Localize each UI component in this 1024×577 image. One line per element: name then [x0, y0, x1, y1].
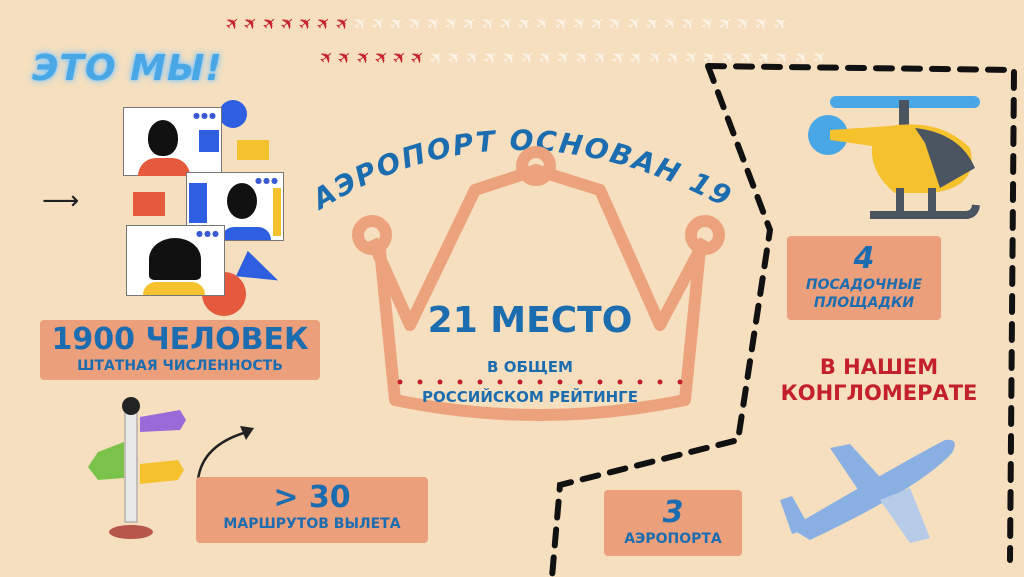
conglomerate-line2: КОНГЛОМЕРАТЕ: [780, 381, 978, 405]
helicopter-icon: [808, 96, 980, 219]
helipads-box: 4 ПОСАДОЧНЫЕ ПЛОЩАДКИ: [787, 236, 941, 320]
helipads-line1: ПОСАДОЧНЫЕ: [805, 277, 923, 293]
crown-dot: [577, 379, 583, 385]
conglomerate-label: В НАШЕМ КОНГЛОМЕРАТЕ: [754, 354, 1004, 406]
routes-box: > 30 МАРШРУТОВ ВЫЛЕТА: [196, 477, 428, 543]
crown-dot: [657, 379, 663, 385]
crown-dot: [417, 379, 423, 385]
airports-value: 3: [662, 495, 684, 530]
rank-block: 21 МЕСТО В ОБЩЕМ РОССИЙСКОМ РЕЙТИНГЕ: [380, 300, 680, 406]
crown-dot: [557, 379, 563, 385]
crown-dot: [437, 379, 443, 385]
rank-value: 21 МЕСТО: [427, 300, 633, 341]
staff-label: ШТАТНАЯ ЧИСЛЕННОСТЬ: [77, 358, 283, 374]
curved-arrow-icon: [196, 426, 254, 481]
crown-dot: [457, 379, 463, 385]
crown-dot: [477, 379, 483, 385]
helipads-line2: ПЛОЩАДКИ: [813, 295, 915, 311]
crown-graphic: АЭРОПОРТ ОСНОВАН 1994Г.: [300, 80, 736, 421]
crown-dot: [537, 379, 543, 385]
crown-dot: [677, 379, 683, 385]
crown-dot: [617, 379, 623, 385]
airports-label: АЭРОПОРТА: [624, 531, 722, 547]
routes-label: МАРШРУТОВ ВЫЛЕТА: [223, 516, 401, 532]
crown-dot: [597, 379, 603, 385]
crown-dot: [397, 379, 403, 385]
staff-box: 1900 ЧЕЛОВЕК ШТАТНАЯ ЧИСЛЕННОСТЬ: [40, 320, 320, 380]
helipads-value: 4: [853, 241, 875, 276]
signpost-icon: [88, 397, 186, 539]
rank-line2: РОССИЙСКОМ РЕЙТИНГЕ: [422, 388, 638, 406]
crown-dot: [497, 379, 503, 385]
rank-line1: В ОБЩЕМ: [487, 358, 573, 376]
routes-value: > 30: [273, 480, 351, 515]
conglomerate-line1: В НАШЕМ: [819, 355, 939, 379]
crown-dot: [637, 379, 643, 385]
airports-box: 3 АЭРОПОРТА: [604, 490, 742, 556]
staff-value: 1900 ЧЕЛОВЕК: [51, 322, 309, 357]
airplane-icon: [780, 439, 955, 543]
title: ЭТО МЫ!: [32, 48, 223, 89]
crown-dot: [517, 379, 523, 385]
arrow-right-icon: ⟶: [42, 186, 80, 216]
